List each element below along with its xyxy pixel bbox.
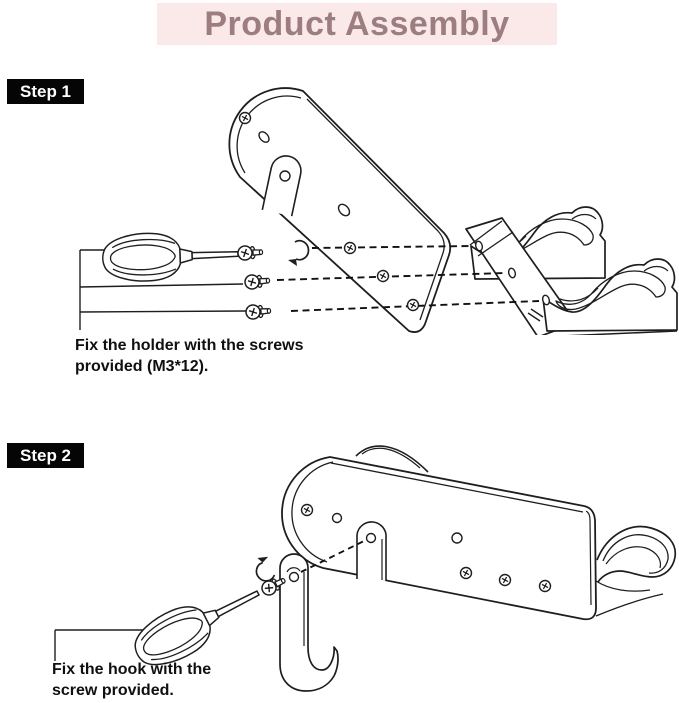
hook-mounting-tab — [356, 521, 387, 581]
hook-hole — [288, 571, 300, 583]
step-1-illustration — [79, 87, 678, 335]
step-1-caption: Fix the holder with the screws provided … — [75, 335, 304, 377]
bracket-holes — [474, 240, 551, 306]
step-1-caption-line-1: Fix the holder with the screws — [75, 337, 304, 354]
guide-dashed-line — [300, 540, 365, 573]
installed-screw-c — [498, 573, 512, 587]
step-2-caption-line-2: screw provided. — [52, 682, 174, 699]
screw-at-plate-3 — [406, 298, 420, 312]
screw-at-plate-1 — [343, 241, 357, 255]
installed-screw-d — [538, 579, 552, 593]
installed-screw — [238, 111, 252, 125]
end-cradle — [595, 525, 677, 617]
step2-callout-lines — [54, 629, 143, 661]
rotation-arrow — [287, 239, 310, 267]
step-1-badge: Step 1 — [7, 79, 84, 104]
screw-on-driver — [236, 244, 264, 262]
plate-holes — [258, 131, 351, 217]
screwdriver — [101, 229, 240, 284]
page-title: Product Assembly — [204, 4, 510, 43]
hook-strap — [279, 553, 339, 692]
rear-cradle-bump — [355, 445, 429, 473]
installed-screw-b — [459, 566, 473, 580]
screw-at-plate-2 — [376, 269, 390, 283]
tab-hole — [279, 170, 291, 182]
page-title-band: Product Assembly — [157, 3, 557, 45]
controller-bracket — [465, 206, 678, 335]
installed-screw-a — [300, 503, 314, 517]
assembled-holder-plate — [281, 456, 597, 621]
step-2-label: Step 2 — [19, 446, 72, 465]
step-2-illustration — [54, 445, 677, 692]
step-1-caption-line-2: provided (M3*12). — [75, 358, 209, 375]
loose-screw-3 — [244, 303, 272, 321]
step-2-caption-line-1: Fix the hook with the — [52, 661, 212, 678]
guide-dashed-lines — [276, 245, 540, 312]
step-2-caption: Fix the hook with the screw provided. — [52, 659, 211, 701]
mounting-tab — [261, 155, 302, 217]
plate2-holes — [331, 512, 463, 544]
loose-screw-2 — [243, 272, 271, 291]
step-1-label: Step 1 — [19, 82, 72, 101]
tab-hole — [365, 532, 377, 544]
step-2-badge: Step 2 — [7, 443, 84, 468]
bracket-slot — [527, 308, 544, 322]
